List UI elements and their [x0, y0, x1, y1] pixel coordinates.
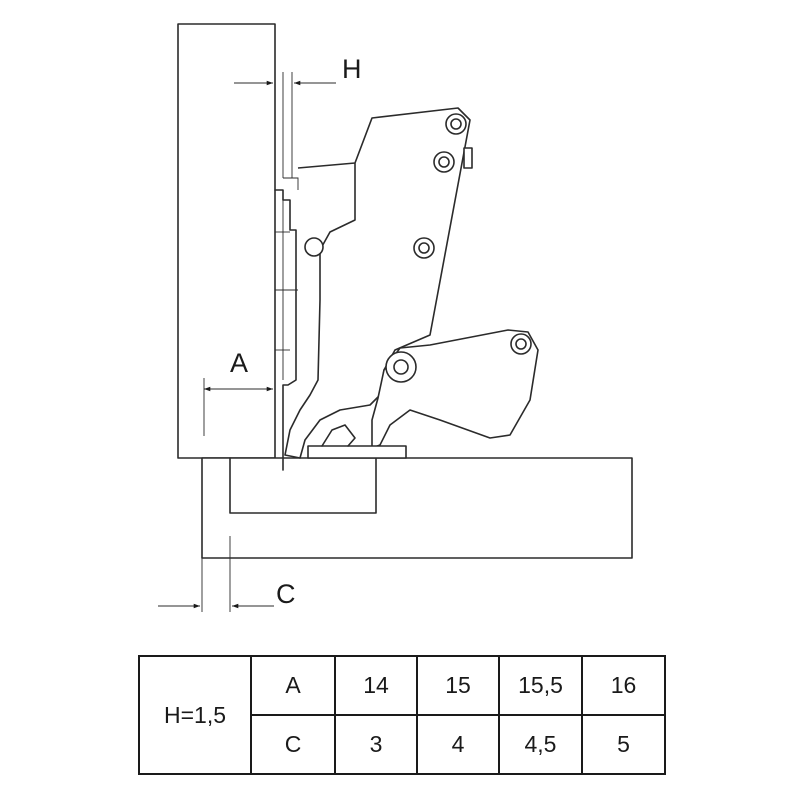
cup-recess [229, 457, 377, 514]
table-row: H=1,5 A 14 15 15,5 16 [138, 655, 666, 775]
table-key-cell: C [250, 714, 336, 775]
label-c: C [276, 579, 296, 609]
pivot-pins [385, 113, 532, 383]
cabinet-panel [201, 457, 633, 559]
hinge-base-plate [307, 445, 407, 459]
table-header-cell: H=1,5 [138, 655, 252, 775]
door-panel [177, 23, 276, 459]
label-h: H [342, 54, 362, 84]
dimension-a: A [203, 348, 273, 436]
mounting-plate [274, 189, 297, 471]
dimension-c: C [158, 536, 296, 612]
dimension-h: H [234, 54, 362, 190]
table-cell: 4 [416, 714, 500, 775]
table-cell: 5 [581, 714, 666, 775]
table-cell: 15,5 [498, 655, 583, 716]
table-cell: 16 [581, 655, 666, 716]
table-cell: 4,5 [498, 714, 583, 775]
hinge-diagram: H A C [158, 23, 633, 612]
table-cell: 3 [334, 714, 418, 775]
table-key-cell: A [250, 655, 336, 716]
table-cell: 15 [416, 655, 500, 716]
table-row: C 3 4 4,5 5 [139, 714, 666, 775]
spec-table: H=1,5 A 14 15 15,5 16 C 3 4 4,5 5 [138, 655, 666, 775]
label-a: A [230, 348, 248, 378]
table-cell: 14 [334, 655, 418, 716]
